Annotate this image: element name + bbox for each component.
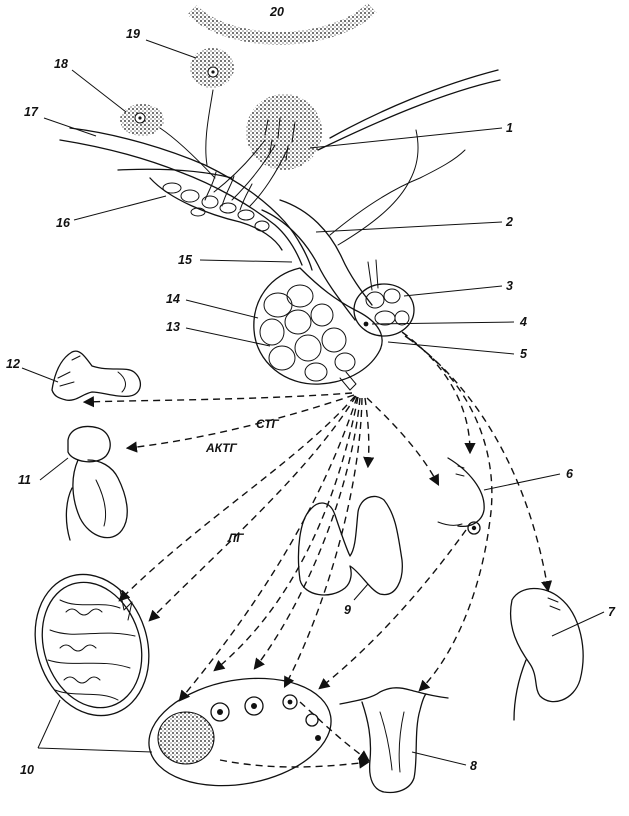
callout-4: 4: [519, 315, 527, 329]
nerve-fibre-a: [329, 149, 466, 236]
callout-6: 6: [566, 467, 574, 481]
hypothalamus-floor: [59, 139, 303, 266]
cortex-arc: [187, 3, 377, 45]
callout-15: 15: [178, 253, 193, 267]
neuron-19: [190, 48, 234, 166]
hypothalamo-hypophyseal-tract-2: [317, 79, 501, 151]
neuron-18: [120, 104, 216, 179]
callout-3: 3: [506, 279, 513, 293]
pituitary-stalk-inner: [279, 199, 373, 306]
neurosecretory-fibres: [213, 139, 289, 207]
callout-1: 1: [506, 121, 513, 135]
hormone-arrows: [82, 392, 440, 702]
callout-2: 2: [505, 215, 513, 229]
thyroid: [297, 495, 403, 596]
callout-7: 7: [608, 605, 616, 619]
callout-numbers: 1 2 3 4 5 6 7 8 9 10 11 12 13 14 15 16 1…: [6, 5, 616, 777]
hypothalamo-hypophyseal-tract: [329, 69, 499, 139]
hormone-label-stg: СТГ: [256, 417, 280, 431]
callout-18: 18: [54, 57, 68, 71]
callout-12: 12: [6, 357, 20, 371]
uterus: [339, 687, 449, 794]
bone: [51, 350, 141, 401]
callout-9: 9: [344, 603, 351, 617]
posterior-lobe: [353, 259, 415, 337]
mammary-gland: [437, 457, 485, 535]
portal-capillary-network: [149, 171, 283, 251]
kidney: [510, 587, 584, 721]
diaphragm-line: [117, 168, 233, 179]
callout-16: 16: [56, 216, 71, 230]
posterior-lobe-arrows: [318, 331, 553, 692]
callout-8: 8: [470, 759, 477, 773]
hormone-label-lg: ЛГ: [227, 531, 244, 545]
callout-14: 14: [166, 292, 180, 306]
callout-10: 10: [20, 763, 34, 777]
callout-20: 20: [269, 5, 284, 19]
callout-11: 11: [18, 473, 31, 487]
adrenal-kidney: [65, 425, 128, 541]
hypothalamic-nucleus: [246, 94, 322, 170]
ovary-uterus-arrow: [299, 701, 370, 762]
nerve-fibre-b: [337, 129, 419, 246]
callout-17: 17: [24, 105, 39, 119]
callout-19: 19: [126, 27, 140, 41]
testis: [34, 573, 150, 717]
callout-5: 5: [520, 347, 528, 361]
ovary-uterus-arrow-2: [219, 757, 371, 769]
leader-lines: [21, 39, 605, 766]
hypothalamus-inner: [69, 127, 313, 271]
ovary: [148, 677, 332, 787]
hormone-label-actg: АКТГ: [205, 441, 238, 455]
callout-13: 13: [166, 320, 180, 334]
